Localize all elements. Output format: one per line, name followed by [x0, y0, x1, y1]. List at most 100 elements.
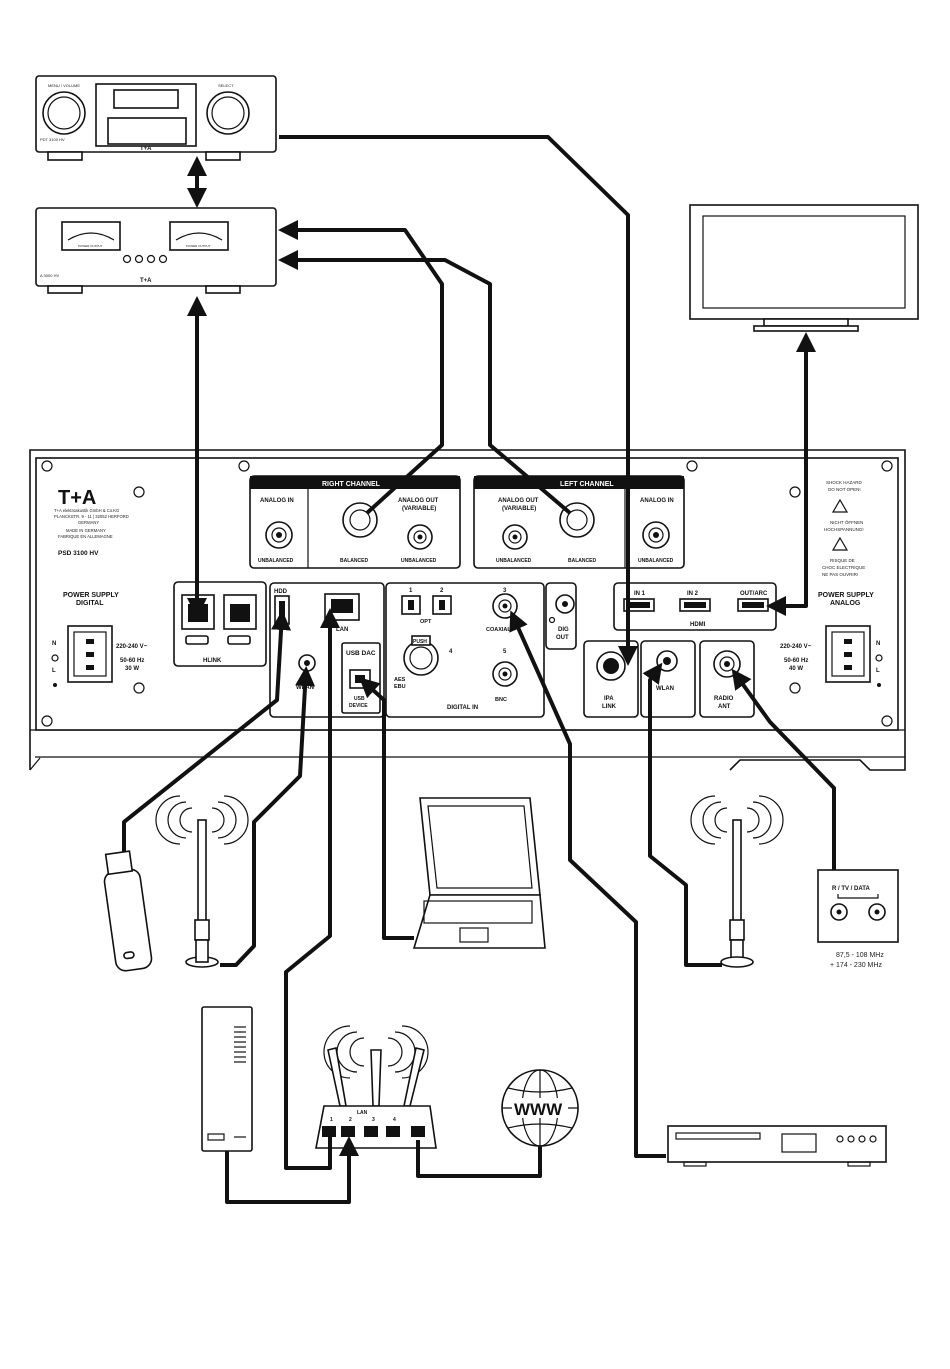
fm-band-label: 87,5 - 108 MHz: [836, 952, 884, 959]
internet-globe-icon: WWW: [501, 1069, 579, 1147]
router-icon: LAN 1 2 3 4: [315, 1025, 437, 1149]
cd-player-device: PDT 3100 HV MENU / VOLUME SELECT T+A: [35, 75, 277, 161]
hdmi-out-label: OUT/ARC: [740, 591, 768, 597]
unbalanced-left-in: UNBALANCED: [638, 558, 674, 564]
ps-digital-watts: 30 W: [125, 666, 139, 672]
opt-2-num: 2: [440, 588, 444, 594]
router-port-2: 2: [349, 1117, 352, 1123]
laptop-icon: [412, 797, 546, 949]
push-label: PUSH: [413, 639, 427, 645]
digital-in-label: DIGITAL IN: [447, 705, 478, 711]
amp-brand-logo: T+A: [140, 278, 152, 284]
right-channel-header: RIGHT CHANNEL: [322, 481, 381, 488]
opt-label: OPT: [420, 619, 432, 625]
hdd-label: HDD: [274, 589, 288, 595]
panel-model: PSD 3100 HV: [58, 550, 99, 557]
analog-in-label-left: ANALOG IN: [640, 498, 674, 504]
powerline-adapter-icon: [201, 1006, 253, 1152]
bnc-label: BNC: [495, 697, 507, 703]
analog-out-left-2: (VARIABLE): [502, 506, 536, 512]
right-vu-meter-icon: [169, 221, 229, 251]
dig-out-2: OUT: [556, 635, 569, 641]
left-vu-meter-icon: [61, 221, 121, 251]
balanced-right: BALANCED: [340, 558, 368, 564]
analog-out-right-1: ANALOG OUT: [398, 498, 439, 504]
radio-label-1: RADIO: [714, 696, 734, 702]
ps-digital-freq: 50-60 Hz: [120, 658, 144, 664]
router-port-1: 1: [330, 1117, 333, 1123]
maker-line-4: MADE IN GERMANY: [66, 528, 106, 533]
ps-analog-freq: 50-60 Hz: [784, 658, 808, 664]
left-channel-header: LEFT CHANNEL: [560, 481, 614, 488]
opt-1-num: 1: [409, 588, 413, 594]
maker-line-2: PLANCKSTR. 9 - 11 | 32052 HERFORD: [54, 514, 129, 519]
aes-num: 4: [449, 649, 453, 655]
usb-dac-label: USB DAC: [346, 650, 376, 657]
radio-label-2: ANT: [718, 704, 731, 710]
analog-in-label-right: ANALOG IN: [260, 498, 294, 504]
top-model-label: PDT 3100 HV: [40, 137, 65, 142]
menu-volume-label: MENU / VOLUME: [48, 83, 80, 88]
warning-line-6: CHOC ELECTRIQUE: [822, 565, 865, 570]
top-brand-logo: T+A: [140, 146, 152, 152]
hdmi-in1-label: IN 1: [634, 591, 646, 597]
select-label: SELECT: [218, 83, 234, 88]
panel-brand-logo: T+A: [58, 487, 96, 509]
coaxial-label: COAXIAL: [486, 627, 511, 633]
router-lan-label: LAN: [357, 1110, 368, 1116]
meter-label-right: POWER OUTPUT: [186, 244, 211, 248]
balanced-left: BALANCED: [568, 558, 596, 564]
volume-knob-icon: [42, 91, 86, 135]
select-knob-icon: [206, 91, 250, 135]
warning-line-1: SHOCK HAZARD: [826, 480, 863, 485]
ps-digital-title-1: POWER SUPPLY: [63, 592, 119, 599]
ps-digital-voltage: 220-240 V~: [116, 644, 148, 650]
warning-line-2: DO NOT OPEN!: [828, 487, 861, 492]
tv-device: [689, 204, 919, 332]
amp-model-label: A 3000 HV: [40, 273, 59, 278]
wlan-antenna-right-icon: [690, 795, 784, 968]
unbalanced-right-in: UNBALANCED: [258, 558, 294, 564]
unbalanced-left-out: UNBALANCED: [496, 558, 532, 564]
warning-line-5: RISQUE DE: [830, 558, 855, 563]
coaxial-num: 3: [503, 588, 507, 594]
bnc-num: 5: [503, 649, 507, 655]
pin-l-digital: L: [52, 668, 56, 674]
antenna-wall-socket-icon: R / TV / DATA 87,5 - 108 MHz + 174 - 230…: [817, 869, 899, 969]
router-port-4: 4: [393, 1117, 396, 1123]
www-label: WWW: [514, 1100, 563, 1119]
aes-label-1: AES: [394, 677, 406, 683]
wlan-right-label: WLAN: [656, 686, 674, 692]
amplifier-device: POWER OUTPUT POWER OUTPUT A 3000 HV T+A: [35, 207, 277, 294]
meter-label-left: POWER OUTPUT: [78, 244, 103, 248]
wlan-antenna-left-icon: [155, 795, 249, 968]
router-port-3: 3: [372, 1117, 375, 1123]
maker-line-3: GERMANY: [78, 520, 99, 525]
maker-line-5: FABRIQUE EN ALLEMAGNE: [58, 534, 113, 539]
usb-device-1: USB: [354, 696, 365, 702]
analog-out-left-1: ANALOG OUT: [498, 498, 539, 504]
pin-n-analog: N: [876, 641, 880, 647]
hlink-label: HLINK: [203, 658, 222, 664]
ipa-label-2: LINK: [602, 704, 617, 710]
disc-player-icon: [667, 1125, 887, 1167]
warning-line-4: HOCHSPANNUNG!: [824, 527, 864, 532]
rear-panel: T+A T+A elektroakustik GmbH & Co.KG PLAN…: [29, 449, 906, 771]
usb-stick-icon: [103, 850, 153, 972]
pin-n-digital: N: [52, 641, 56, 647]
maker-line-1: T+A elektroakustik GmbH & Co.KG: [54, 508, 119, 513]
pin-l-analog: L: [876, 668, 880, 674]
hdmi-in2-label: IN 2: [687, 591, 699, 597]
usb-device-2: DEVICE: [349, 703, 368, 709]
wall-socket-title: R / TV / DATA: [832, 886, 870, 892]
connection-wires: [122, 135, 836, 1204]
aes-label-2: EBU: [394, 684, 406, 690]
ipa-label-1: IPA: [604, 696, 614, 702]
dig-out-1: DIG: [558, 627, 569, 633]
warning-line-7: NE PAS OUVRIR!: [822, 572, 858, 577]
ps-analog-voltage: 220-240 V~: [780, 644, 812, 650]
hdmi-label: HDMI: [690, 622, 706, 628]
lan-panel-label: LAN: [336, 627, 348, 633]
ps-analog-title-1: POWER SUPPLY: [818, 592, 874, 599]
